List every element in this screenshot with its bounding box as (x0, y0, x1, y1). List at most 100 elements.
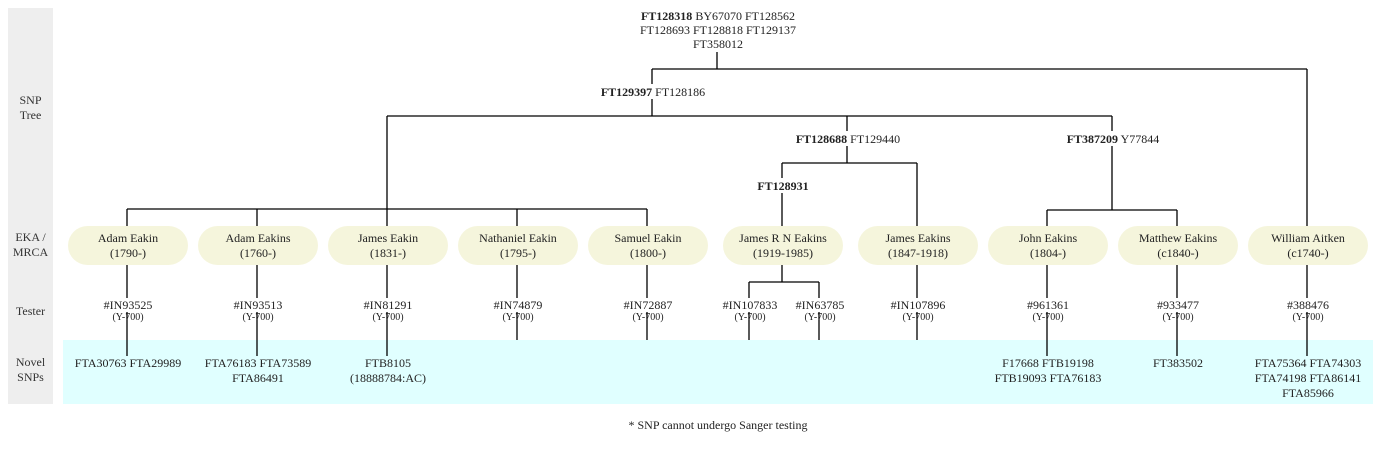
ancestor-node: Adam Eakins(1760-) (198, 226, 318, 265)
novel-snp-line: FT383502 (1152, 356, 1204, 370)
novel-snp-line: FTA75364 FTA74303 (1254, 356, 1362, 370)
ancestor-dates: (1847-1918) (888, 246, 948, 260)
tester-kit: (Y-700) (1032, 312, 1064, 323)
snp-node-root: FT128318 BY67070 FT128562 FT128693 FT128… (640, 9, 796, 51)
snp-node-ft129397: FT129397 FT128186 (601, 85, 705, 99)
novel-snp-line: FTA30763 FTA29989 (74, 356, 182, 370)
snp-bold: FT128318 (640, 9, 693, 23)
ancestor-dates: (1790-) (110, 246, 146, 260)
row-label-sidebar (8, 8, 53, 404)
novel-snp-list: FTB8105(18888784:AC) (350, 356, 426, 386)
snp-rest: FT128693 FT128818 FT129137 (639, 23, 797, 37)
ancestor-dates: (c1740-) (1287, 246, 1329, 260)
ancestor-name: Nathaniel Eakin (479, 231, 557, 245)
tree-edge (126, 208, 648, 226)
novel-snp-line: FTA76183 FTA73589 (204, 356, 312, 370)
ancestor-dates: (1831-) (370, 246, 406, 260)
row-label-snp-tree: SNP Tree (8, 93, 53, 123)
ancestor-node: James Eakin(1831-) (328, 226, 448, 265)
ancestor-dates: (1795-) (500, 246, 536, 260)
ancestor-name: Matthew Eakins (1138, 231, 1218, 245)
ancestor-name: James Eakin (357, 231, 419, 245)
ancestor-name: John Eakins (1018, 231, 1078, 245)
tester-entry: #IN107896(Y-700) (889, 298, 947, 324)
ancestor-name: William Aitken (1271, 231, 1345, 245)
row-label-tester: Tester (8, 304, 53, 319)
ancestor-name: Adam Eakins (225, 231, 291, 245)
tester-id: #IN107833 (721, 298, 779, 312)
ancestor-node: James R N Eakins(1919-1985) (723, 226, 843, 265)
tester-kit: (Y-700) (112, 312, 144, 323)
row-label-line: SNPs (17, 370, 44, 384)
tester-entry: #933477(Y-700) (1156, 298, 1200, 324)
snp-node-ft128688: FT128688 FT129440 (796, 132, 900, 146)
snp-rest: Y77844 (1118, 132, 1160, 146)
novel-snp-line: FTA74198 FTA86141 (1254, 371, 1362, 385)
ancestor-node: William Aitken(c1740-) (1248, 226, 1368, 265)
novel-snp-line: F17668 FTB19198 (1002, 356, 1094, 370)
novel-snp-line: (18888784:AC) (350, 371, 426, 385)
snp-bold: FT128931 (757, 179, 809, 193)
tester-entry: #IN107833(Y-700) (721, 298, 779, 324)
ancestor-dates: (1804-) (1030, 246, 1066, 260)
row-label-line: Tree (19, 108, 42, 122)
tester-kit: (Y-700) (372, 312, 404, 323)
tester-entry: #IN93525(Y-700) (102, 298, 154, 324)
tester-entry: #IN74879(Y-700) (492, 298, 544, 324)
tree-edge (781, 146, 918, 226)
tester-id: #IN81291 (362, 298, 414, 312)
ancestor-node: Adam Eakin(1790-) (68, 226, 188, 265)
tester-id: #IN107896 (889, 298, 947, 312)
tester-kit: (Y-700) (734, 312, 766, 323)
tester-kit: (Y-700) (1292, 312, 1324, 323)
tester-entry: #IN81291(Y-700) (362, 298, 414, 324)
tester-kit: (Y-700) (632, 312, 664, 323)
tree-edge (651, 52, 1308, 226)
row-label-line: Novel (15, 355, 46, 369)
tester-entry: #388476(Y-700) (1286, 298, 1330, 324)
tester-kit: (Y-700) (1162, 312, 1194, 323)
ancestor-node: Samuel Eakin(1800-) (588, 226, 708, 265)
row-label-line: SNP (19, 93, 42, 107)
novel-snp-line: FTA85966 (1282, 386, 1334, 400)
snp-rest: BY67070 FT128562 (692, 9, 796, 23)
novel-snp-line: FTA86491 (232, 371, 284, 385)
ancestor-dates: (c1840-) (1157, 246, 1199, 260)
snp-rest: FT129440 (847, 132, 901, 146)
row-label-line: MRCA (12, 245, 49, 259)
tester-entry: #IN93513(Y-700) (232, 298, 284, 324)
tree-edge (748, 265, 820, 340)
novel-snp-list: FT383502 (1153, 356, 1203, 371)
snp-bold: FT128688 (795, 132, 848, 146)
footnote: * SNP cannot undergo Sanger testing (628, 418, 808, 432)
ancestor-name: Samuel Eakin (614, 231, 682, 245)
snp-bold: FT387209 (1066, 132, 1119, 146)
row-label-line: Tester (15, 304, 46, 318)
row-label-novel-snps: Novel SNPs (8, 355, 53, 385)
snp-node-ft387209: FT387209 Y77844 (1067, 132, 1160, 146)
tester-kit: (Y-700) (804, 312, 836, 323)
tester-kit: (Y-700) (502, 312, 534, 323)
tree-edge (386, 99, 1113, 226)
tester-id: #933477 (1156, 298, 1200, 312)
tester-id: #961361 (1026, 298, 1070, 312)
tester-kit: (Y-700) (902, 312, 934, 323)
tester-entry: #961361(Y-700) (1026, 298, 1070, 324)
tester-id: #IN93525 (102, 298, 154, 312)
row-label-line: EKA / (15, 230, 46, 244)
tester-entry: #IN63785(Y-700) (794, 298, 846, 324)
tester-id: #388476 (1286, 298, 1330, 312)
snp-node-ft128931: FT128931 (757, 179, 808, 193)
tree-edge (1046, 146, 1178, 226)
novel-snps-band (63, 340, 1373, 404)
snp-rest: FT128186 (652, 85, 706, 99)
novel-snp-list: FTA30763 FTA29989 (75, 356, 181, 371)
ancestor-node: John Eakins(1804-) (988, 226, 1108, 265)
ancestor-name: Adam Eakin (97, 231, 159, 245)
novel-snp-line: FTB8105 (364, 356, 411, 370)
tester-entry: #IN72887(Y-700) (622, 298, 674, 324)
tester-id: #IN72887 (622, 298, 674, 312)
snp-rest: FT358012 (692, 37, 744, 51)
